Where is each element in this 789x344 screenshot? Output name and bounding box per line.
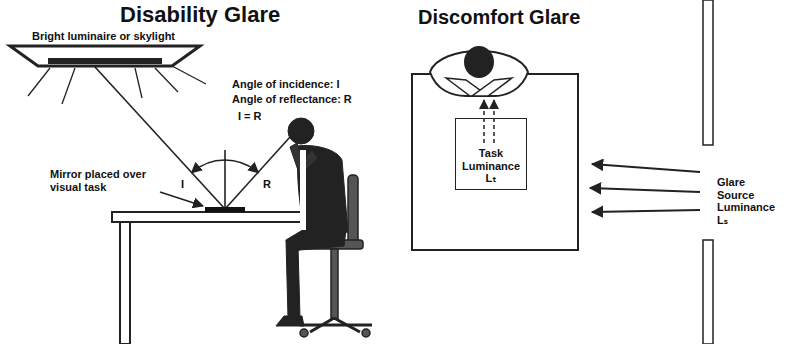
panel-title: Discomfort Glare (418, 6, 580, 29)
seated-person (276, 118, 348, 326)
person-top-view (430, 46, 528, 96)
angle-arc (192, 160, 259, 173)
desk (112, 207, 322, 344)
luminaire (10, 46, 200, 66)
desk-top (412, 74, 578, 250)
mirror (205, 207, 245, 212)
angle-note: Angle of incidence: I (232, 78, 340, 91)
source-label: Bright luminaire or skylight (32, 30, 175, 43)
view-arrows (484, 100, 494, 143)
window (703, 0, 713, 344)
leader-line (160, 192, 203, 206)
panel-title: Disability Glare (120, 2, 280, 27)
angle-equation: I = R (238, 110, 262, 123)
angle-letter: I (181, 178, 184, 191)
glare-source-label: Glare Source Luminance Lₛ (717, 176, 785, 227)
angle-letter: R (263, 178, 271, 191)
box-text: Task Luminance Lₜ (459, 147, 523, 185)
mirror-label: Mirror placed over visual task (50, 168, 162, 193)
glare-arrows (590, 164, 700, 212)
task-area-box: Task Luminance Lₜ (455, 118, 527, 190)
angle-note: Angle of reflectance: R (232, 93, 352, 106)
